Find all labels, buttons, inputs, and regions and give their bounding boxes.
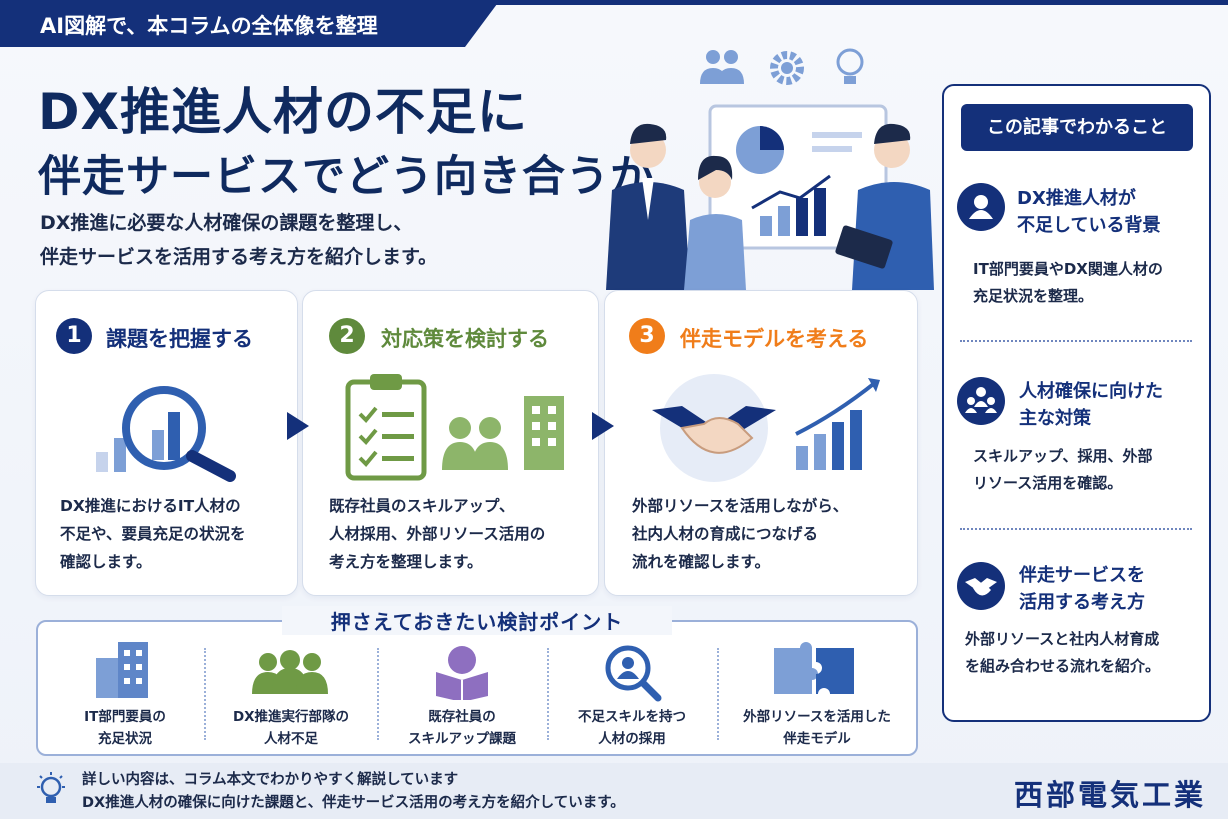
sidebar-divider	[960, 528, 1192, 530]
gear-top-icon	[770, 51, 804, 85]
step-arrow-1	[287, 412, 309, 440]
business-person-right	[835, 123, 934, 290]
sidebar-item-1-title: DX推進人材が不足している背景	[1017, 188, 1161, 236]
lead-line2: 伴走サービスを活用する考え方を紹介します。	[40, 246, 438, 268]
magnifier-chart-icon	[96, 386, 236, 482]
business-person-middle	[684, 155, 746, 290]
business-person-left	[606, 123, 690, 290]
presentation-board	[708, 104, 888, 250]
group-icon	[957, 377, 1005, 425]
step-title-1: 課題を把握する	[106, 327, 253, 351]
point-separator	[204, 648, 206, 740]
footer-line2: DX推進人材の確保に向けた課題と、伴走サービス活用の考え方を紹介しています。	[82, 795, 625, 811]
point-separator	[377, 648, 379, 740]
step-desc-2: 既存社員のスキルアップ、 人材採用、外部リソース活用の 考え方を整理します。	[329, 497, 546, 571]
point-item-2: DX推進実行部隊の人材不足	[232, 709, 350, 747]
step-title-3: 伴走モデルを考える	[680, 327, 869, 351]
book-reader-icon	[436, 646, 488, 700]
sidebar-item-2-body: スキルアップ、採用、外部リソース活用を確認。	[973, 447, 1153, 492]
lightbulb-icon	[37, 772, 65, 803]
handshake-growth-icon	[652, 374, 880, 482]
page-title-line1: DX推進人材の不足に	[38, 83, 529, 141]
handshake-icon	[957, 562, 1005, 610]
team-top-icon	[700, 50, 744, 84]
points-title: 押さえておきたい検討ポイント	[282, 606, 672, 635]
footer-bar	[0, 763, 1228, 819]
hero-illustration	[606, 48, 934, 290]
sidebar-heading: この記事でわかること	[961, 104, 1193, 151]
step-number-1: 1	[56, 318, 92, 354]
checklist-team-icon	[345, 374, 564, 481]
lightbulb-top-icon	[836, 48, 864, 84]
sidebar-item-3-body: 外部リソースと社内人材育成を組み合わせる流れを紹介。	[965, 630, 1161, 675]
lead-line1: DX推進に必要な人材確保の課題を整理し、	[40, 212, 413, 234]
header-ribbon: AI図解で、本コラムの全体像を整理	[0, 0, 500, 47]
step-number-3: 3	[629, 318, 665, 354]
step-desc-3: 外部リソースを活用しながら、 社内人材の育成につなげる 流れを確認します。	[632, 497, 849, 571]
puzzle-icon	[774, 642, 854, 694]
step-number-2: 2	[329, 318, 365, 354]
point-item-4: 不足スキルを持つ人材の採用	[578, 709, 686, 747]
footer-line1: 詳しい内容は、コラム本文でわかりやすく解説しています	[82, 772, 459, 788]
building-icon	[96, 642, 148, 698]
point-item-1: IT部門要員の充足状況	[84, 709, 166, 747]
sidebar-divider	[960, 340, 1192, 342]
company-name: 西部電気工業	[1014, 778, 1207, 812]
sidebar-item-2-title: 人材確保に向けた主な対策	[1019, 381, 1163, 429]
step-title-2: 対応策を検討する	[381, 327, 549, 351]
sidebar-item-1-body: IT部門要員やDX関連人材の充足状況を整理。	[973, 260, 1163, 305]
sidebar-item-3-title: 伴走サービスを活用する考え方	[1019, 565, 1145, 613]
top-stripe	[0, 0, 1228, 5]
point-separator	[717, 648, 719, 740]
team-icon	[252, 650, 328, 694]
point-item-5: 外部リソースを活用した伴走モデル	[743, 709, 891, 747]
step-desc-1: DX推進におけるIT人材の 不足や、要員充足の状況を 確認します。	[60, 497, 246, 571]
search-person-icon	[605, 645, 662, 702]
person-icon	[957, 183, 1005, 231]
point-separator	[547, 648, 549, 740]
page-title-line2: 伴走サービスでどう向き合うか	[38, 152, 654, 202]
point-item-3: 既存社員のスキルアップ課題	[408, 709, 516, 747]
step-arrow-2	[592, 412, 614, 440]
